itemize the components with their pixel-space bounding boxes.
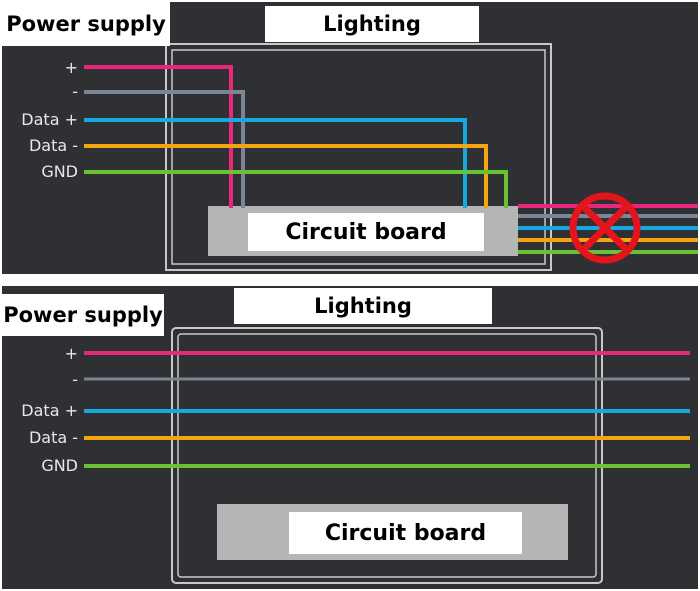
lighting-frame-inner bbox=[177, 333, 597, 578]
wire-label-plus: + bbox=[64, 344, 78, 363]
wire-label-data-minus: Data - bbox=[28, 428, 78, 447]
wire-label-data-plus: Data + bbox=[21, 110, 78, 129]
wire-gnd bbox=[84, 170, 508, 208]
lighting-frame bbox=[171, 327, 603, 584]
wire-minus bbox=[84, 90, 245, 208]
power-supply-label: Power supply bbox=[2, 2, 170, 46]
wire-label-gnd: GND bbox=[41, 162, 78, 181]
circuit-board-label: Circuit board bbox=[248, 213, 484, 251]
wire-data-plus bbox=[84, 118, 467, 208]
prohibited-icon bbox=[569, 192, 641, 264]
circuit-board-label: Circuit board bbox=[289, 512, 522, 554]
power-supply-label: Power supply bbox=[2, 294, 164, 336]
lighting-frame bbox=[165, 43, 552, 271]
wire-label-data-plus: Data + bbox=[21, 401, 78, 420]
wire-label-data-minus: Data - bbox=[28, 136, 78, 155]
wire-data-minus bbox=[84, 144, 488, 208]
lighting-label: Lighting bbox=[265, 6, 479, 42]
diagram-bottom: Power supply Lighting + - Data + Data - … bbox=[2, 286, 698, 589]
wire-label-gnd: GND bbox=[41, 456, 78, 475]
wire-label-minus: - bbox=[72, 82, 78, 101]
wire-label-minus: - bbox=[72, 370, 78, 389]
diagram-top: Power supply Lighting + - Data + Data - … bbox=[2, 2, 698, 274]
wire-label-plus: + bbox=[64, 58, 78, 77]
wire-plus bbox=[84, 65, 233, 208]
lighting-frame-inner bbox=[171, 49, 546, 265]
lighting-label: Lighting bbox=[234, 288, 492, 324]
